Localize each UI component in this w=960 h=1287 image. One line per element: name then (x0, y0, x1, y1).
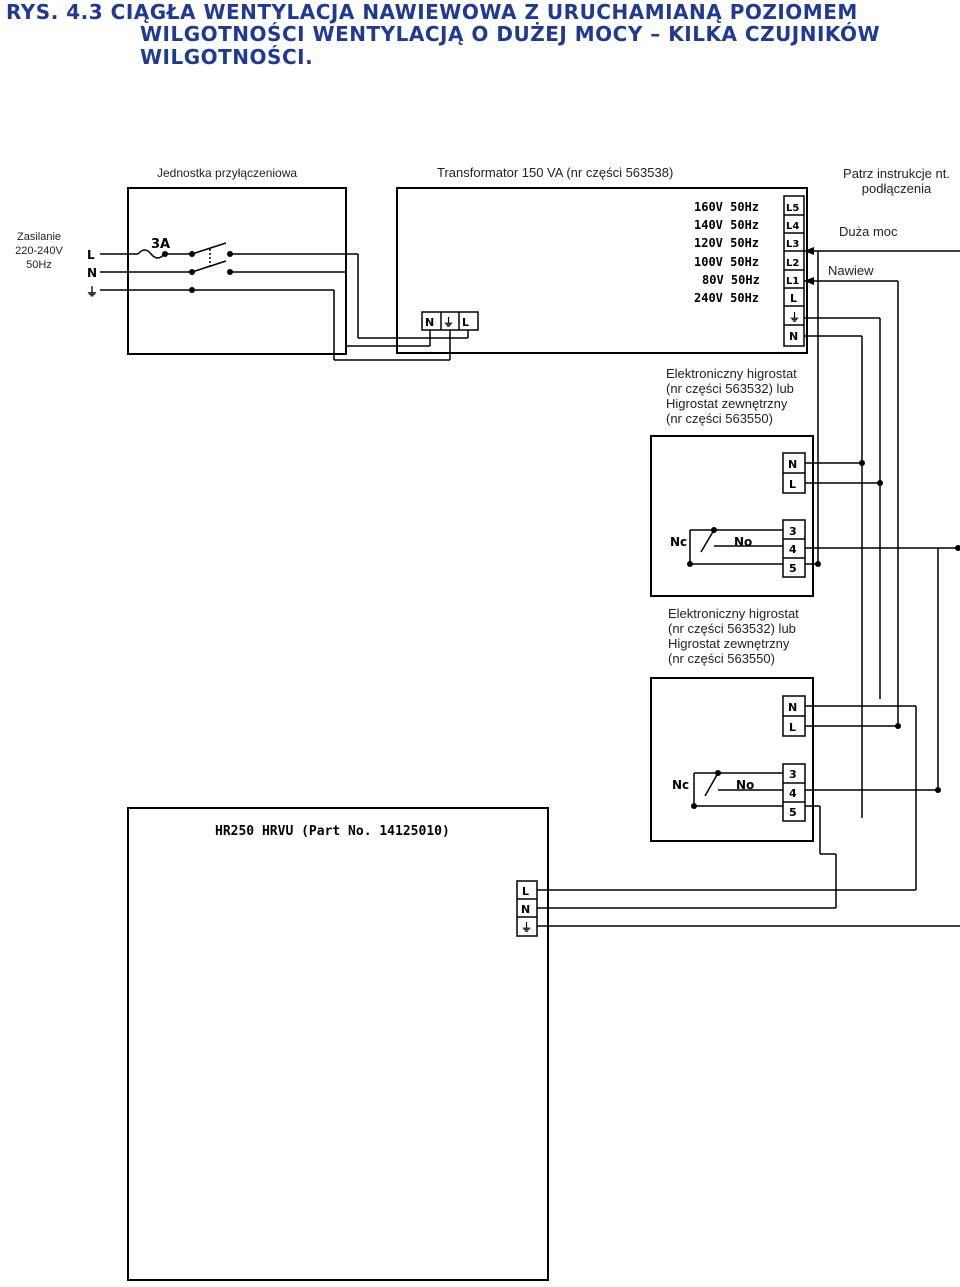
hrvu-terminal-n: N (521, 903, 530, 916)
connection-unit-label: Jednostka przyłączeniowa (157, 166, 298, 180)
mains-supply-label: Zasilanie 220-240V 50Hz (15, 231, 63, 271)
tap-terminal-l3: L3 (786, 239, 799, 250)
tap-voltage-140v: 140V 50Hz (694, 218, 759, 232)
hrvu-terminal-earth: ⏚ (521, 921, 532, 934)
hygro2-contact-nc: Nc (672, 778, 689, 792)
hygro1-contact-no: No (734, 535, 752, 549)
tap-voltage-160v: 160V 50Hz (694, 200, 759, 214)
hygro1-terminal-4: 4 (789, 543, 797, 556)
hygrostat-1-box (650, 435, 814, 597)
tap-voltage-120v: 120V 50Hz (694, 236, 759, 250)
supply-air-label: Nawiew (828, 263, 874, 278)
fuse-label: 3A (151, 237, 170, 252)
hrvu-box (127, 807, 549, 1281)
hygro2-terminal-l: L (789, 721, 796, 734)
hygro2-terminal-4: 4 (789, 787, 797, 800)
high-power-label: Duża moc (839, 224, 898, 239)
hrvu-terminal-l: L (522, 885, 529, 898)
hygro1-contact-nc: Nc (670, 535, 687, 549)
hygro1-terminal-l: L (789, 478, 796, 491)
hygrostat-1-label: Elektroniczny higrostat (nr części 56353… (666, 366, 797, 426)
tap-terminal-l: L (790, 292, 797, 305)
connection-unit-box (127, 187, 347, 355)
hygrostat-2-box (650, 677, 814, 842)
mains-terminal-n: N (87, 266, 97, 280)
hygro2-terminal-n: N (788, 701, 797, 714)
mains-terminal-l: L (87, 248, 95, 262)
hygro1-terminal-3: 3 (789, 525, 797, 538)
primary-terminal-earth: ⏚ (443, 316, 454, 329)
tap-terminal-l4: L4 (786, 221, 799, 232)
see-instructions-label: Patrz instrukcje nt. podłączenia (843, 166, 950, 196)
transformer-label: Transformator 150 VA (nr części 563538) (437, 165, 674, 180)
transformer-box (396, 187, 808, 354)
tap-terminal-l1: L1 (786, 276, 799, 287)
tap-terminal-earth: ⏚ (789, 311, 800, 324)
tap-terminal-l5: L5 (786, 203, 799, 214)
mains-terminal-earth: ⏚ (86, 285, 98, 299)
hrvu-title: HR250 HRVU (Part No. 14125010) (215, 824, 450, 839)
tap-terminal-n: N (789, 330, 798, 343)
hygro1-terminal-5: 5 (789, 562, 797, 575)
tap-voltage-100v: 100V 50Hz (694, 255, 759, 269)
hygrostat-2-label: Elektroniczny higrostat (nr części 56353… (668, 606, 799, 666)
primary-terminal-n: N (425, 316, 434, 329)
figure-title-line-3: WILGOTNOŚCI. (140, 45, 314, 69)
figure-title-line-2: WILGOTNOŚCI WENTYLACJĄ O DUŻEJ MOCY – KI… (140, 22, 881, 46)
hygro2-terminal-3: 3 (789, 768, 797, 781)
hygro1-terminal-n: N (788, 458, 797, 471)
hygro2-terminal-5: 5 (789, 806, 797, 819)
figure-title-line-1: RYS. 4.3 CIĄGŁA WENTYLACJA NAWIEWOWA Z U… (6, 0, 858, 24)
tap-voltage-80v: 80V 50Hz (702, 273, 760, 287)
hygro2-contact-no: No (736, 778, 754, 792)
tap-voltage-240v: 240V 50Hz (694, 291, 759, 305)
primary-terminal-l: L (462, 316, 469, 329)
tap-terminal-l2: L2 (786, 258, 799, 269)
